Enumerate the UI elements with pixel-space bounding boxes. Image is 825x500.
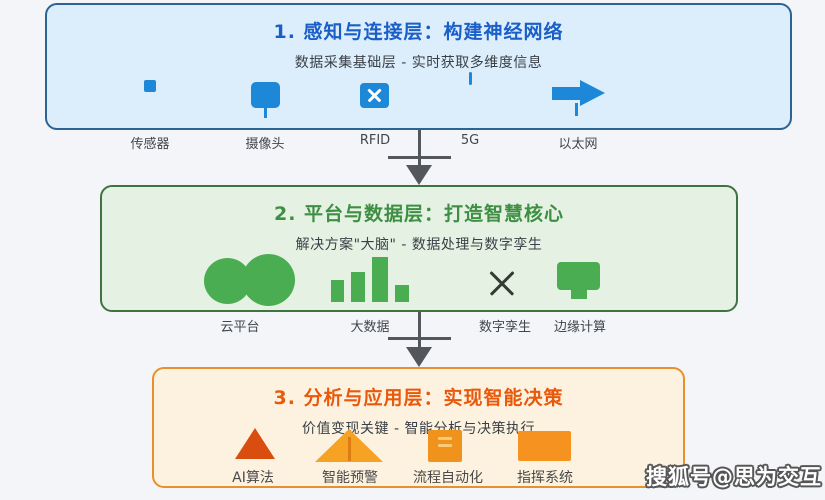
layer-1-subtitle: 数据采集基础层 - 实时获取多维度信息 (294, 55, 543, 71)
watermark: 搜狐号@思为交互 (646, 465, 822, 489)
item-label-rfid: RFID (359, 133, 391, 148)
x-mark-icon (487, 268, 517, 298)
arrow-head (406, 165, 432, 185)
layer-1-title: 1. 感知与连接层：构建神经网络 (273, 21, 564, 43)
item-label-edge-computing: 边缘计算 (553, 320, 607, 335)
item-label-sensor: 传感器 (130, 137, 170, 152)
camera-body (251, 82, 280, 108)
bar-chart-bar (395, 285, 409, 302)
command-system-icon (518, 431, 571, 461)
bar-chart-bar (351, 272, 365, 302)
monitor-screen (557, 262, 600, 290)
sensor-icon (144, 80, 156, 92)
automation-square-icon (428, 430, 462, 462)
arrow-crossbar (388, 156, 451, 159)
cloud-lobe (242, 254, 295, 306)
layer-2-title: 2. 平台与数据层：打造智慧核心 (273, 203, 565, 225)
item-label-digital-twin: 数字孪生 (478, 320, 532, 335)
layer-2-subtitle: 解决方案"大脑" - 数据处理与数字孪生 (295, 237, 543, 253)
arrow-line (418, 130, 421, 168)
warning-triangle-line (348, 437, 351, 461)
item-label-ethernet: 以太网 (558, 137, 598, 152)
item-label-cloud: 云平台 (220, 320, 260, 335)
monitor-stand (571, 290, 587, 299)
signal-5g-icon (469, 72, 472, 85)
layer-3-subtitle: 价值变现关键 - 智能分析与决策执行 (302, 421, 535, 437)
ethernet-arrow-head (580, 80, 605, 106)
item-label-camera: 摄像头 (245, 137, 285, 152)
item-label-smart-warning: 智能预警 (322, 470, 378, 486)
item-label-5g: 5G (460, 133, 480, 148)
item-label-command-system: 指挥系统 (517, 470, 573, 486)
layer-2-platform-box: 2. 平台与数据层：打造智慧核心 解决方案"大脑" - 数据处理与数字孪生 (100, 185, 738, 312)
rfid-tag-icon (360, 83, 389, 108)
ai-triangle-icon (235, 428, 275, 459)
automation-equals-bar (438, 444, 452, 447)
ethernet-arrow-shaft (552, 87, 580, 100)
arrow-line (418, 312, 421, 350)
arrow-crossbar (388, 337, 451, 340)
camera-stem (264, 108, 267, 118)
ethernet-arrow-stem (575, 103, 578, 116)
automation-equals-bar (438, 437, 452, 440)
item-label-ai-algorithm: AI算法 (232, 470, 274, 486)
arrow-head (406, 347, 432, 367)
item-label-bigdata: 大数据 (350, 320, 390, 335)
item-label-process-automation: 流程自动化 (413, 470, 483, 486)
layer-3-title: 3. 分析与应用层：实现智能决策 (273, 387, 564, 409)
bar-chart-bar (331, 280, 344, 302)
bar-chart-bar (372, 257, 388, 302)
layer-1-perception-box: 1. 感知与连接层：构建神经网络 数据采集基础层 - 实时获取多维度信息 (45, 3, 792, 130)
layer-3-application-box: 3. 分析与应用层：实现智能决策 价值变现关键 - 智能分析与决策执行 (152, 367, 685, 488)
